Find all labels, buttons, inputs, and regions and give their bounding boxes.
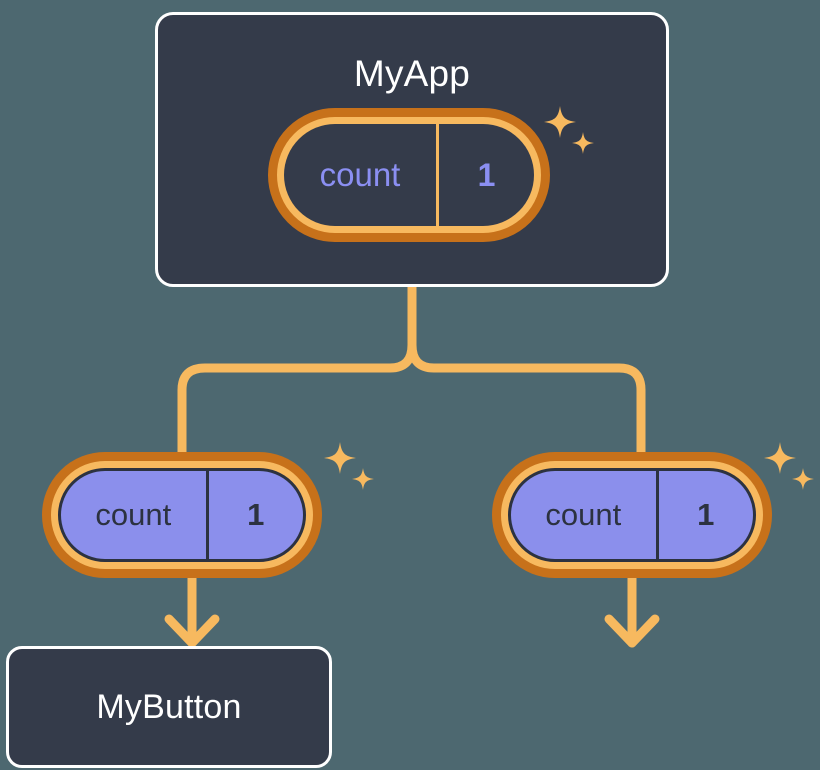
sparkle-icon [792, 468, 814, 490]
arrowhead-left-icon [164, 614, 220, 648]
component-card-mybutton-left: MyButton [6, 646, 332, 768]
state-pill-child-right: count 1 [492, 452, 772, 578]
sparkle-group-myapp [538, 104, 600, 166]
wire-branch-left [177, 340, 417, 457]
sparkle-icon [352, 468, 374, 490]
arrowhead-right-icon [604, 614, 660, 648]
state-key: count [284, 124, 439, 226]
state-key: count [61, 471, 209, 559]
state-pill-inner: count 1 [508, 468, 756, 562]
component-label: MyButton [96, 687, 242, 726]
state-pill-inner: count 1 [284, 124, 534, 226]
page-title: MyApp [353, 53, 471, 94]
state-pill-child-left: count 1 [42, 452, 322, 578]
sparkle-icon [572, 132, 594, 154]
state-value: 1 [477, 156, 496, 193]
state-key: count [511, 471, 659, 559]
state-pill-myapp: count 1 [268, 108, 550, 242]
wire-branch-right [407, 340, 646, 457]
state-value: 1 [247, 497, 265, 532]
sparkle-icon [324, 442, 356, 474]
state-pill-inner: count 1 [58, 468, 306, 562]
sparkle-group-child-left [318, 440, 380, 502]
sparkle-group-child-right [758, 440, 820, 502]
state-value: 1 [697, 497, 715, 532]
sparkle-icon [544, 106, 576, 138]
sparkle-icon [764, 442, 796, 474]
